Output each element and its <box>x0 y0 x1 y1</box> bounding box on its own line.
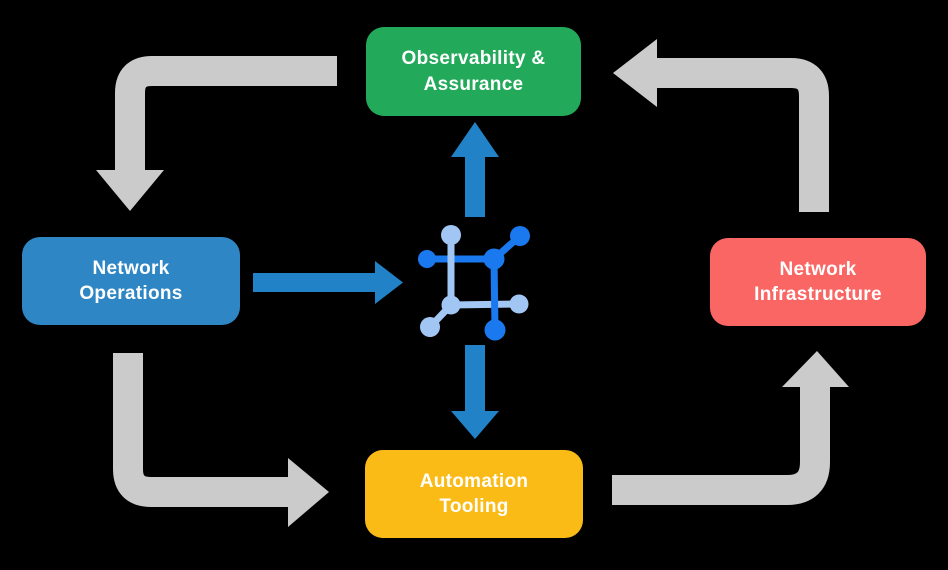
icon-node-bottom-left <box>420 317 440 337</box>
node-automation-tooling: Automation Tooling <box>365 450 583 538</box>
arrow-up-head <box>782 351 849 387</box>
arrow-operations-to-automation <box>113 353 329 527</box>
arrow-shaft <box>113 353 288 507</box>
arrow-shaft <box>612 387 830 505</box>
network-mesh-icon <box>418 225 530 341</box>
arrow-shaft <box>465 154 485 217</box>
node-label-line2: Infrastructure <box>754 284 882 305</box>
node-observability-assurance: Observability & Assurance <box>366 27 581 116</box>
arrow-center-to-automation <box>451 345 499 439</box>
arrow-observability-to-operations <box>96 56 337 211</box>
node-label-line2: Tooling <box>439 496 509 517</box>
node-label-line1: Network <box>92 257 170 279</box>
arrow-infrastructure-to-observability <box>613 39 829 212</box>
node-label-line1: Automation <box>419 470 529 492</box>
arrow-center-to-observability <box>451 122 499 217</box>
node-label-line2: Assurance <box>423 73 524 95</box>
node-network-infrastructure: Network Infrastructure <box>710 238 926 326</box>
arrow-up-head <box>451 122 499 157</box>
arrow-right-head <box>375 261 403 304</box>
arrow-automation-to-infrastructure <box>612 351 849 505</box>
arrow-operations-to-center <box>253 261 403 304</box>
icon-node-top <box>441 225 461 245</box>
arrow-shaft <box>657 58 829 212</box>
arrow-shaft <box>115 56 337 172</box>
icon-node-right <box>509 294 529 314</box>
icon-right-edge <box>490 255 499 334</box>
arrow-right-head <box>288 458 329 527</box>
arrow-shaft <box>465 345 485 412</box>
node-network-operations: Network Operations <box>22 237 240 325</box>
icon-node-left <box>418 250 436 268</box>
icon-node-bottom <box>484 319 506 341</box>
icon-bottom-edge <box>447 300 523 309</box>
node-label-line2: Operations <box>79 283 183 304</box>
arrow-down-head <box>451 411 499 439</box>
arrow-shaft <box>253 273 376 292</box>
arrow-down-head <box>96 170 164 211</box>
arrow-left-head <box>613 39 657 107</box>
icon-node-top-right <box>510 226 530 246</box>
node-label-line1: Observability & <box>401 48 546 70</box>
node-label-line1: Network <box>779 258 857 280</box>
